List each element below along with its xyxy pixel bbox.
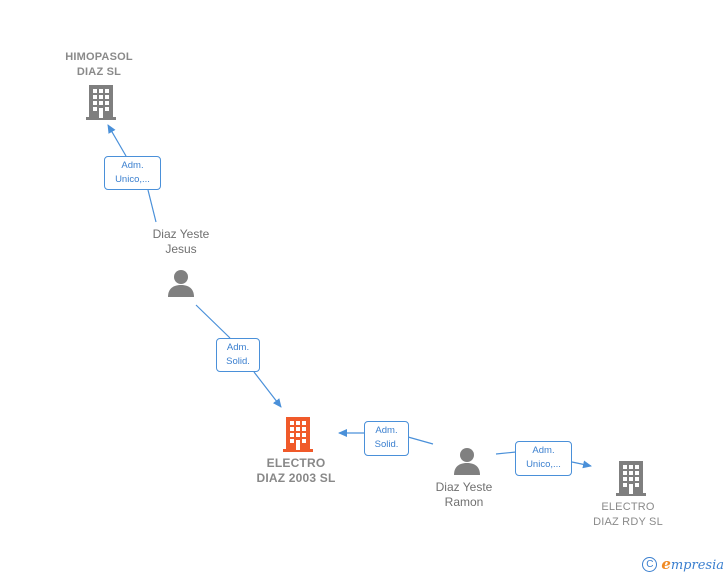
building-icon[interactable]	[84, 84, 118, 120]
role-line2: Solid.	[226, 356, 250, 367]
company-electro-diaz-rdy-label[interactable]: ELECTRO DIAZ RDY SL	[578, 500, 678, 530]
brand-initial: e	[661, 555, 671, 573]
role-line2: Unico,...	[526, 459, 561, 470]
person-name-line2: Jesus	[165, 242, 197, 256]
company-name-line1: ELECTRO	[266, 456, 326, 470]
company-name-line1: HIMOPASOL	[65, 51, 133, 63]
person-ramon-label[interactable]: Diaz Yeste Ramon	[419, 480, 509, 510]
company-name-line2: DIAZ 2003 SL	[256, 471, 336, 485]
edge-line-jesus-himopasol	[108, 125, 157, 223]
role-line1: Adm.	[121, 160, 144, 171]
building-icon[interactable]	[614, 460, 648, 496]
person-icon[interactable]	[166, 268, 196, 298]
edge-line-ramon-electro2003	[339, 433, 434, 445]
building-icon[interactable]	[281, 416, 315, 452]
footer-branding: C empresia	[642, 555, 724, 573]
company-electro-diaz-2003-label[interactable]: ELECTRO DIAZ 2003 SL	[236, 456, 356, 486]
edge-label-jesus-himopasol[interactable]: Adm. Unico,...	[104, 156, 161, 190]
company-himopasol-label[interactable]: HIMOPASOL DIAZ SL	[50, 50, 148, 80]
brand-name: mpresia	[670, 558, 724, 573]
person-name-line1: Diaz Yeste	[152, 227, 210, 241]
person-icon[interactable]	[452, 446, 482, 476]
role-line1: Adm.	[532, 445, 555, 456]
company-name-line2: DIAZ SL	[76, 66, 122, 78]
role-line1: Adm.	[226, 342, 250, 353]
brand-logo[interactable]: empresia	[661, 555, 724, 573]
role-line2: Solid.	[374, 439, 399, 450]
edge-label-ramon-rdy[interactable]: Adm. Unico,...	[515, 441, 572, 476]
role-line2: Unico,...	[115, 174, 150, 185]
edge-line-jesus-electro2003	[195, 304, 281, 407]
edge-label-ramon-electro2003[interactable]: Adm. Solid.	[364, 421, 409, 456]
person-jesus-label[interactable]: Diaz Yeste Jesus	[136, 227, 226, 257]
company-name-line2: DIAZ RDY SL	[593, 516, 663, 528]
edge-label-jesus-electro2003[interactable]: Adm. Solid.	[216, 338, 260, 372]
company-name-line1: ELECTRO	[601, 501, 655, 513]
person-name-line1: Diaz Yeste	[435, 480, 493, 494]
person-name-line2: Ramon	[444, 495, 484, 509]
edge-line-ramon-rdy	[495, 451, 591, 466]
role-line1: Adm.	[375, 425, 398, 436]
copyright-icon: C	[642, 556, 658, 572]
